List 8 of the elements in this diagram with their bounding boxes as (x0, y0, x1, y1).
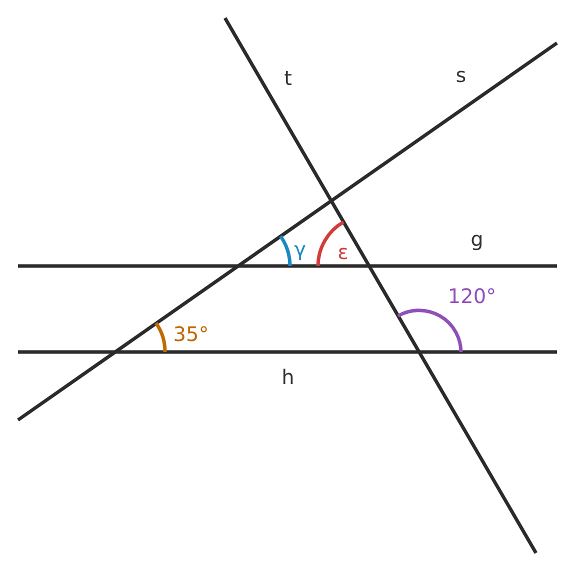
angle-label: γ (294, 238, 306, 260)
angle-label: ε (338, 241, 348, 263)
angle-label: 35° (173, 323, 209, 345)
line-label: s (456, 64, 466, 86)
line-label: t (284, 67, 292, 89)
line-label: h (282, 366, 294, 388)
angle-label: 120° (448, 285, 496, 307)
line-label: g (470, 228, 484, 250)
